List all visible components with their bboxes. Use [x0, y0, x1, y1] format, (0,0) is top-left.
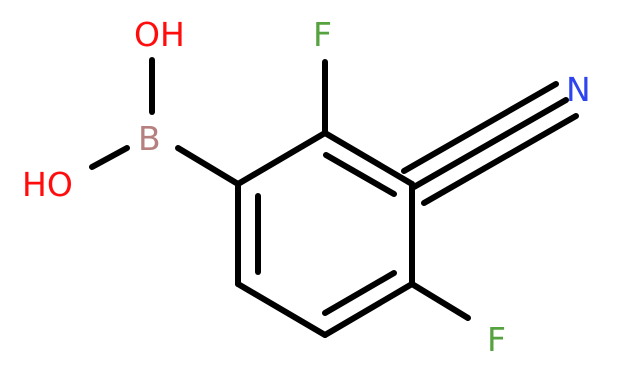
bond-c4-c5: [322, 281, 415, 338]
bond-b-c1: [175, 145, 241, 187]
bond-c3-nitrile-2: [411, 97, 569, 190]
bond-b-oh-left: [89, 145, 130, 170]
atom-nitrogen: N: [566, 70, 591, 109]
atom-boron: B: [138, 119, 161, 158]
atom-fluorine-bottom: F: [487, 320, 506, 359]
bond-c3-nitrile-3: [421, 113, 579, 206]
bond-c3-nitrile-1: [401, 81, 559, 174]
atom-oh-left: HO: [22, 165, 73, 204]
atom-oh-top: OH: [134, 15, 185, 54]
bond-c4-c5-inner: [322, 270, 397, 316]
bond-c4-f-bottom: [409, 281, 471, 321]
atom-fluorine-top: F: [313, 15, 332, 54]
bond-c5-c6: [235, 281, 328, 338]
bond-c2-c3: [322, 130, 415, 187]
bond-c1-c2: [235, 130, 328, 187]
bond-c2-c3-inner: [323, 152, 397, 197]
